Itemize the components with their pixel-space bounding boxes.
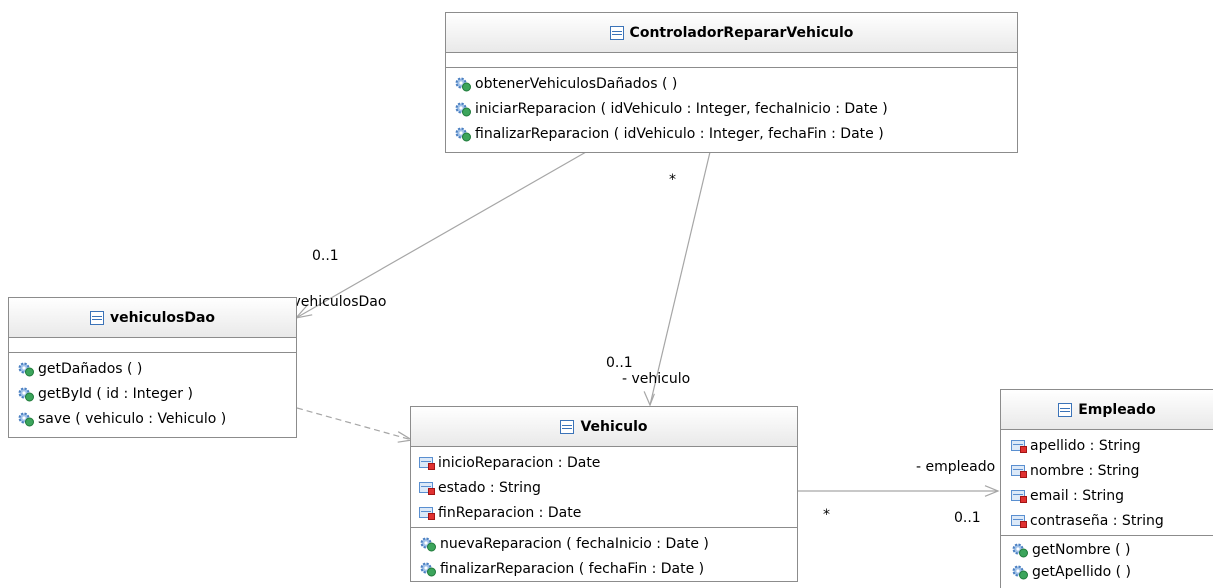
class-header: vehiculosDao [9, 298, 296, 338]
public-operation-icon [455, 77, 471, 91]
operation-compartment: getDañados ( ) getById ( id : Integer ) … [9, 353, 296, 433]
dependency-vehiculosdao-vehiculo [296, 407, 413, 441]
operation-compartment: getNombre ( ) getApellido ( ) [1001, 536, 1213, 585]
attribute-compartment [446, 53, 1017, 68]
public-operation-icon [420, 562, 436, 576]
public-operation-icon [420, 537, 436, 551]
attribute-item[interactable]: apellido : String [1011, 433, 1213, 458]
operation-item[interactable]: obtenerVehiculosDañados ( ) [454, 71, 1017, 96]
association-controlador-vehiculo-arrowhead [643, 391, 655, 407]
class-header: Vehiculo [411, 407, 797, 447]
association-vehiculo-empleado-arrowhead [984, 485, 1000, 497]
operation-item[interactable]: getApellido ( ) [1011, 561, 1213, 583]
private-attribute-icon [419, 457, 435, 470]
attribute-item[interactable]: email : String [1011, 483, 1213, 508]
class-vehiculos-dao[interactable]: vehiculosDao getDañados ( ) getById ( id… [8, 297, 297, 438]
operation-signature: nuevaReparacion ( fechaInicio : Date ) [440, 535, 709, 552]
private-attribute-icon [419, 482, 435, 495]
multiplicity-controlador-vehiculo-source: * [669, 172, 676, 188]
attribute-item[interactable]: estado : String [419, 475, 797, 500]
multiplicity-vehiculo-empleado-target: 0..1 [954, 510, 981, 526]
public-operation-icon [18, 362, 34, 376]
public-operation-icon [18, 412, 34, 426]
attribute-signature: contraseña : String [1030, 512, 1164, 529]
attribute-signature: apellido : String [1030, 437, 1141, 454]
class-name: ControladorRepararVehiculo [629, 24, 854, 41]
public-operation-icon [1012, 543, 1028, 558]
attribute-signature: inicioReparacion : Date [438, 454, 601, 471]
association-controlador-vehiculo [649, 151, 711, 406]
class-name: Vehiculo [580, 418, 648, 435]
attribute-signature: email : String [1030, 487, 1125, 504]
operation-item[interactable]: getNombre ( ) [1011, 539, 1213, 561]
operation-item[interactable]: save ( vehiculo : Vehiculo ) [17, 406, 296, 431]
multiplicity-controlador-vehiculosdao-target: 0..1 [312, 248, 339, 264]
operation-signature: getNombre ( ) [1032, 542, 1131, 558]
attribute-signature: estado : String [438, 479, 541, 496]
public-operation-icon [1012, 565, 1028, 580]
class-icon [89, 310, 104, 325]
operation-compartment: obtenerVehiculosDañados ( ) iniciarRepar… [446, 68, 1017, 148]
operation-item[interactable]: getById ( id : Integer ) [17, 381, 296, 406]
operation-item[interactable]: iniciarReparacion ( idVehiculo : Integer… [454, 96, 1017, 121]
operation-item[interactable]: finalizarReparacion ( fechaFin : Date ) [419, 556, 797, 581]
attribute-compartment: apellido : String nombre : String email … [1001, 430, 1213, 536]
attribute-item[interactable]: contraseña : String [1011, 508, 1213, 533]
class-name: Empleado [1078, 401, 1156, 418]
public-operation-icon [455, 127, 471, 141]
operation-item[interactable]: getDañados ( ) [17, 356, 296, 381]
attribute-compartment [9, 338, 296, 353]
multiplicity-controlador-vehiculo-target: 0..1 [606, 355, 633, 371]
operation-signature: finalizarReparacion ( idVehiculo : Integ… [475, 125, 884, 142]
private-attribute-icon [1011, 515, 1027, 528]
public-operation-icon [18, 387, 34, 401]
class-controlador-reparar-vehiculo[interactable]: ControladorRepararVehiculo obtenerVehicu… [445, 12, 1018, 153]
operation-signature: getDañados ( ) [38, 360, 143, 377]
role-vehiculo: - vehiculo [622, 371, 691, 387]
class-icon [560, 419, 575, 434]
attribute-compartment: inicioReparacion : Date estado : String … [411, 447, 797, 528]
operation-compartment: nuevaReparacion ( fechaInicio : Date ) f… [411, 528, 797, 581]
attribute-item[interactable]: inicioReparacion : Date [419, 450, 797, 475]
operation-signature: iniciarReparacion ( idVehiculo : Integer… [475, 100, 888, 117]
role-vehiculosdao: - vehiculosDao [283, 294, 387, 310]
class-icon [609, 25, 624, 40]
class-header: ControladorRepararVehiculo [446, 13, 1017, 53]
multiplicity-vehiculo-empleado-source: * [823, 507, 830, 523]
operation-signature: obtenerVehiculosDañados ( ) [475, 75, 678, 92]
class-header: Empleado [1001, 390, 1213, 430]
class-empleado[interactable]: Empleado apellido : String nombre : Stri… [1000, 389, 1213, 588]
attribute-item[interactable]: finReparacion : Date [419, 500, 797, 525]
association-controlador-vehiculosdao [295, 151, 587, 319]
operation-signature: getApellido ( ) [1032, 564, 1132, 580]
operation-signature: getById ( id : Integer ) [38, 385, 193, 402]
private-attribute-icon [1011, 490, 1027, 503]
attribute-signature: nombre : String [1030, 462, 1140, 479]
operation-item[interactable]: nuevaReparacion ( fechaInicio : Date ) [419, 531, 797, 556]
private-attribute-icon [419, 507, 435, 520]
role-empleado: - empleado [916, 459, 996, 475]
operation-item[interactable]: finalizarReparacion ( idVehiculo : Integ… [454, 121, 1017, 146]
private-attribute-icon [1011, 465, 1027, 478]
class-name: vehiculosDao [109, 309, 216, 326]
class-icon [1058, 402, 1073, 417]
class-vehiculo[interactable]: Vehiculo inicioReparacion : Date estado … [410, 406, 798, 582]
operation-signature: finalizarReparacion ( fechaFin : Date ) [440, 560, 705, 577]
public-operation-icon [455, 102, 471, 116]
private-attribute-icon [1011, 440, 1027, 453]
operation-signature: save ( vehiculo : Vehiculo ) [38, 410, 227, 427]
attribute-item[interactable]: nombre : String [1011, 458, 1213, 483]
attribute-signature: finReparacion : Date [438, 504, 582, 521]
